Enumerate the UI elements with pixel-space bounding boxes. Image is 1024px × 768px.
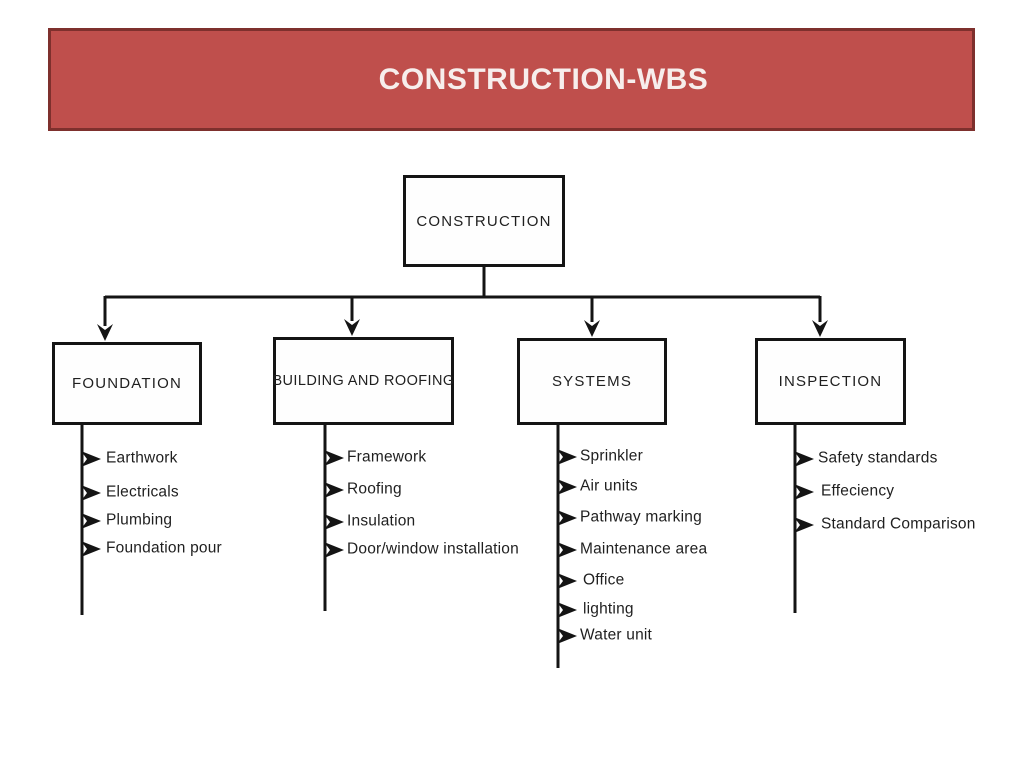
wbs-item: lighting (583, 600, 634, 618)
down-arrow-icon (812, 320, 828, 337)
arrow-bullet-icon (794, 451, 814, 467)
arrow-bullet-icon (557, 628, 577, 644)
down-arrow-icon (97, 324, 113, 341)
node-foundation: FOUNDATION (52, 342, 202, 425)
tree-connector-lines (103, 267, 822, 326)
wbs-item: Door/window installation (347, 540, 519, 558)
wbs-item: Safety standards (818, 449, 938, 467)
wbs-item: Pathway marking (580, 508, 702, 526)
wbs-item: Electricals (106, 483, 179, 501)
wbs-item: Roofing (347, 480, 402, 498)
node-label: SYSTEMS (551, 373, 633, 390)
down-arrow-icon (584, 320, 600, 337)
bullet-arrow-icons-building (324, 450, 344, 558)
node-inspection: INSPECTION (755, 338, 906, 425)
arrow-bullet-icon (324, 542, 344, 558)
node-label: CONSTRUCTION (416, 212, 552, 230)
bullet-arrow-icons-systems (557, 449, 577, 644)
arrow-bullet-icon (81, 541, 101, 557)
title-bar: CONSTRUCTION-WBS (48, 28, 975, 131)
node-construction: CONSTRUCTION (403, 175, 565, 267)
wbs-item: Insulation (347, 512, 416, 530)
arrow-bullet-icon (324, 514, 344, 530)
node-label: BUILDING AND ROOFING (272, 373, 455, 389)
arrow-bullet-icon (324, 450, 344, 466)
arrow-bullet-icon (557, 542, 577, 558)
bullet-arrow-icons-foundation (81, 451, 101, 557)
wbs-item: Earthwork (106, 449, 178, 467)
slide-title: CONSTRUCTION-WBS (378, 62, 709, 96)
wbs-item: Standard Comparison (821, 515, 976, 533)
wbs-item: Plumbing (106, 511, 173, 529)
arrow-bullet-icon (557, 573, 577, 589)
node-label: FOUNDATION (71, 375, 183, 392)
arrow-bullet-icon (81, 513, 101, 529)
branch-stem-lines (80, 425, 797, 668)
arrow-bullet-icon (81, 485, 101, 501)
bullet-arrow-icons-inspection (794, 451, 814, 533)
wbs-item: Framework (347, 448, 427, 466)
wbs-item: Effeciency (821, 482, 895, 500)
arrow-bullet-icon (794, 517, 814, 533)
wbs-item: Air units (580, 477, 638, 495)
arrow-bullet-icon (81, 451, 101, 467)
arrow-bullet-icon (557, 510, 577, 526)
wbs-item: Foundation pour (106, 539, 222, 557)
wbs-item: Office (583, 571, 625, 589)
arrow-bullet-icon (794, 484, 814, 500)
down-arrow-icon (344, 319, 360, 336)
wbs-item: Water unit (580, 626, 653, 644)
arrow-bullet-icon (557, 602, 577, 618)
down-arrow-icons (97, 319, 828, 341)
node-building-and-roofing: BUILDING AND ROOFING (272, 337, 455, 425)
wbs-item: Maintenance area (580, 540, 708, 558)
node-systems: SYSTEMS (517, 338, 667, 425)
arrow-bullet-icon (557, 479, 577, 495)
arrow-bullet-icon (557, 449, 577, 465)
node-label: INSPECTION (778, 373, 883, 390)
arrow-bullet-icon (324, 482, 344, 498)
wbs-item: Sprinkler (580, 447, 643, 465)
